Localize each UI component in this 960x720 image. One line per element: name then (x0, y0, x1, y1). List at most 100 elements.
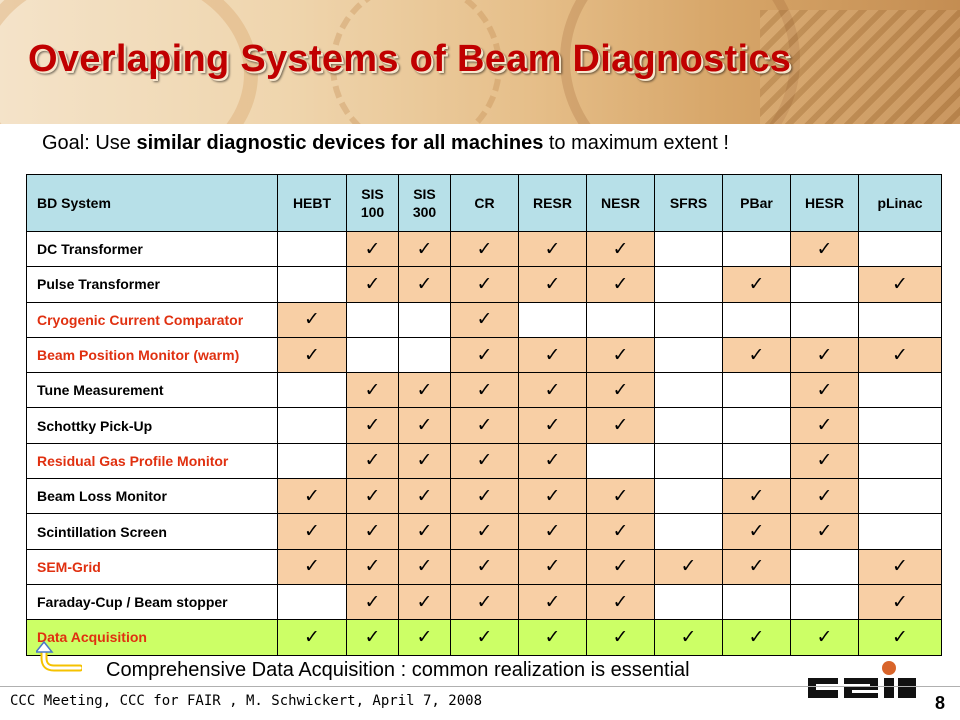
checkmark-icon: ✓ (748, 343, 765, 366)
checkmark-icon: ✓ (612, 343, 629, 366)
checkmark-icon: ✓ (304, 308, 320, 331)
checkmark-icon: ✓ (544, 484, 561, 507)
table-cell (654, 442, 723, 480)
header-pbar: PBar (722, 174, 791, 232)
table-cell (722, 301, 791, 338)
checkmark-icon: ✓ (476, 520, 493, 543)
checkmark-icon: ✓ (364, 272, 381, 295)
table-cell (790, 301, 859, 338)
checkmark-icon: ✓ (364, 378, 381, 401)
header-sfrs: SFRS (654, 174, 723, 232)
row-label: Faraday-Cup / Beam stopper (26, 583, 278, 621)
table-cell: ✓ (518, 230, 587, 268)
table-row: Pulse Transformer✓✓✓✓✓✓✓ (26, 266, 942, 303)
table-cell: ✓ (346, 407, 399, 444)
checkmark-icon: ✓ (816, 625, 833, 648)
checkmark-icon: ✓ (892, 590, 908, 613)
table-cell: ✓ (346, 548, 399, 585)
table-cell: ✓ (722, 619, 791, 656)
table-cell: ✓ (586, 478, 655, 515)
checkmark-icon: ✓ (748, 484, 765, 507)
table-cell: ✓ (586, 619, 655, 656)
checkmark-icon: ✓ (476, 590, 493, 613)
table-cell (654, 478, 723, 515)
table-cell: ✓ (518, 619, 587, 656)
table-cell: ✓ (450, 619, 519, 656)
table-cell (654, 583, 723, 621)
table-cell: ✓ (722, 548, 791, 585)
checkmark-icon: ✓ (476, 378, 493, 401)
table-cell: ✓ (518, 478, 587, 515)
table-cell (858, 372, 942, 409)
table-cell (277, 407, 347, 444)
header-plinac: pLinac (858, 174, 942, 232)
row-label: Tune Measurement (26, 372, 278, 409)
table-cell (790, 266, 859, 303)
table-cell: ✓ (277, 336, 347, 374)
table-cell (654, 513, 723, 550)
checkmark-icon: ✓ (816, 449, 833, 472)
checkmark-icon: ✓ (476, 414, 493, 437)
table-cell: ✓ (398, 372, 451, 409)
checkmark-icon: ✓ (364, 237, 381, 260)
table-cell: ✓ (518, 513, 587, 550)
checkmark-icon: ✓ (476, 555, 493, 578)
table-cell (722, 407, 791, 444)
checkmark-icon: ✓ (476, 308, 493, 331)
checkmark-icon: ✓ (304, 484, 320, 507)
banner-decoration (560, 0, 800, 124)
table-cell: ✓ (586, 266, 655, 303)
table-cell (858, 230, 942, 268)
checkmark-icon: ✓ (364, 625, 381, 648)
table-cell: ✓ (277, 513, 347, 550)
table-cell: ✓ (450, 230, 519, 268)
checkmark-icon: ✓ (680, 555, 697, 578)
checkmark-icon: ✓ (816, 343, 833, 366)
table-cell (654, 407, 723, 444)
checkmark-icon: ✓ (544, 590, 561, 613)
checkmark-icon: ✓ (364, 520, 381, 543)
table-cell: ✓ (518, 407, 587, 444)
checkmark-icon: ✓ (816, 484, 833, 507)
table-cell: ✓ (346, 583, 399, 621)
table-cell (654, 230, 723, 268)
table-cell: ✓ (518, 548, 587, 585)
table-cell: ✓ (722, 478, 791, 515)
table-cell: ✓ (518, 266, 587, 303)
table-cell: ✓ (450, 442, 519, 480)
table-cell: ✓ (346, 372, 399, 409)
checkmark-icon: ✓ (304, 625, 320, 648)
table-cell (858, 301, 942, 338)
header-sis-100: SIS 100 (346, 174, 399, 232)
table-cell: ✓ (790, 407, 859, 444)
checkmark-icon: ✓ (364, 555, 381, 578)
table-row: Beam Position Monitor (warm)✓✓✓✓✓✓✓ (26, 336, 942, 374)
table-cell: ✓ (277, 478, 347, 515)
table-cell: ✓ (722, 266, 791, 303)
row-label: Beam Position Monitor (warm) (26, 336, 278, 374)
table-cell (858, 407, 942, 444)
table-cell: ✓ (450, 478, 519, 515)
table-row: Data Acquisition✓✓✓✓✓✓✓✓✓✓ (26, 619, 942, 656)
table-cell: ✓ (654, 548, 723, 585)
table-cell (277, 230, 347, 268)
table-cell: ✓ (586, 407, 655, 444)
checkmark-icon: ✓ (748, 555, 765, 578)
table-cell: ✓ (586, 372, 655, 409)
table-cell (790, 583, 859, 621)
checkmark-icon: ✓ (416, 520, 433, 543)
checkmark-icon: ✓ (544, 343, 561, 366)
checkmark-icon: ✓ (544, 449, 561, 472)
table-cell: ✓ (790, 230, 859, 268)
table-cell: ✓ (398, 548, 451, 585)
checkmark-icon: ✓ (816, 378, 833, 401)
table-cell: ✓ (722, 513, 791, 550)
table-cell: ✓ (586, 230, 655, 268)
header-sis-300: SIS 300 (398, 174, 451, 232)
table-cell: ✓ (858, 336, 942, 374)
header-hebt: HEBT (277, 174, 347, 232)
checkmark-icon: ✓ (416, 237, 433, 260)
checkmark-icon: ✓ (476, 272, 493, 295)
checkmark-icon: ✓ (612, 520, 629, 543)
